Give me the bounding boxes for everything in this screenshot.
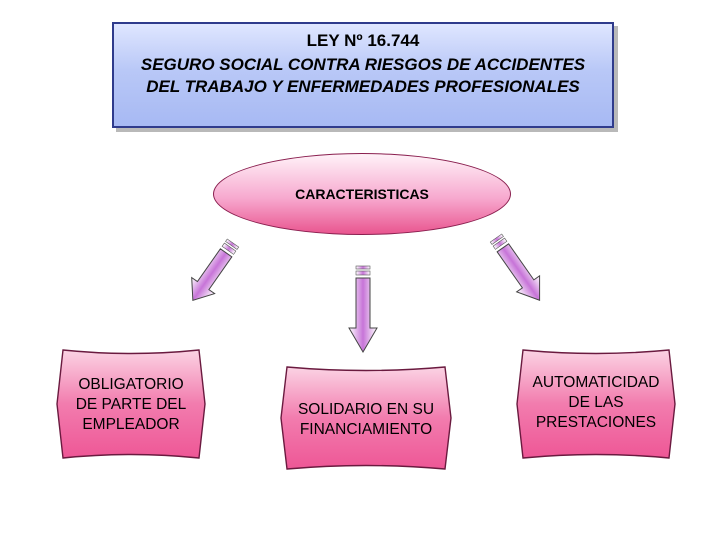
law-subtitle: SEGURO SOCIAL CONTRA RIESGOS DE ACCIDENT… bbox=[140, 55, 586, 96]
law-number: LEY Nº 16.744 bbox=[306, 31, 420, 50]
title-box: LEY Nº 16.744 SEGURO SOCIAL CONTRA RIESG… bbox=[112, 22, 614, 128]
card-1-line-3: EMPLEADOR bbox=[82, 416, 180, 433]
arrow-left bbox=[191, 238, 240, 302]
card-1-line-1: OBLIGATORIO bbox=[78, 376, 184, 393]
card-1-line-2: DE PARTE DEL bbox=[75, 396, 187, 413]
card-shape bbox=[516, 349, 676, 459]
card-automaticidad: AUTOMATICIDAD DE LAS PRESTACIONES bbox=[515, 345, 677, 463]
card-3-line-3: PRESTACIONES bbox=[535, 414, 657, 431]
card-2-line-2: FINANCIAMIENTO bbox=[299, 421, 433, 438]
card-obligatorio: OBLIGATORIO DE PARTE DEL EMPLEADOR bbox=[55, 345, 207, 463]
card-3-line-1: AUTOMATICIDAD bbox=[532, 374, 660, 391]
card-solidario: SOLIDARIO EN SU FINANCIAMIENTO bbox=[279, 362, 453, 474]
arrow-center bbox=[348, 265, 378, 353]
arrow-right bbox=[489, 233, 541, 301]
card-2-line-1: SOLIDARIO EN SU bbox=[297, 401, 435, 418]
characteristics-ellipse: CARACTERISTICAS bbox=[213, 153, 511, 235]
card-3-line-2: DE LAS bbox=[568, 394, 624, 411]
characteristics-label: CARACTERISTICAS bbox=[295, 186, 429, 202]
card-shape bbox=[56, 349, 206, 459]
card-shape bbox=[280, 366, 452, 470]
